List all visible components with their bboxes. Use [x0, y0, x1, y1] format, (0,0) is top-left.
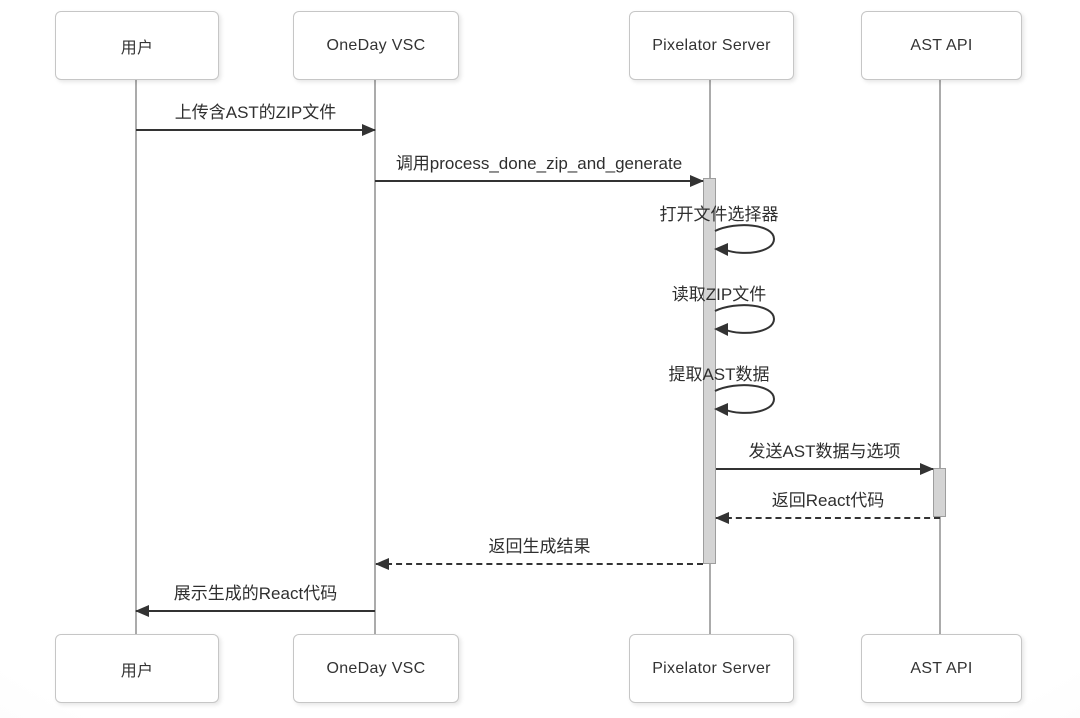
participant-label: AST API: [910, 659, 973, 677]
participant-ast-api-bottom: AST API: [861, 634, 1022, 703]
arrowhead-right-icon: [690, 175, 704, 187]
self-message-extract-ast: 提取AST数据: [668, 365, 770, 384]
message-call-process-done-zip: 调用process_done_zip_and_generate: [375, 150, 704, 187]
lifeline-ast-api: [939, 79, 941, 635]
participant-oneday-vsc-bottom: OneDay VSC: [293, 634, 459, 703]
participant-label: 用户: [120, 39, 154, 57]
activation-bar-pixelator-server: [703, 178, 716, 564]
participant-label: AST API: [910, 36, 973, 54]
message-line: [136, 610, 375, 612]
message-label: 返回React代码: [771, 491, 885, 510]
participant-label: 用户: [120, 662, 154, 680]
message-return-result: 返回生成结果: [375, 533, 703, 570]
message-show-react-code: 展示生成的React代码: [135, 580, 375, 617]
message-label: 返回生成结果: [488, 537, 591, 556]
message-line: [376, 563, 703, 565]
self-loop-arrow-icon: [714, 304, 776, 336]
participant-ast-api-top: AST API: [861, 11, 1022, 80]
message-line: [716, 468, 933, 470]
arrowhead-left-icon: [715, 512, 729, 524]
arrowhead-left-icon: [135, 605, 149, 617]
self-loop-arrow-icon: [714, 224, 776, 256]
participant-user-top: 用户: [55, 11, 219, 80]
message-line: [375, 180, 703, 182]
message-line: [136, 129, 375, 131]
participant-user-bottom: 用户: [55, 634, 219, 703]
participant-pixelator-server-top: Pixelator Server: [629, 11, 794, 80]
message-label: 上传含AST的ZIP文件: [174, 103, 337, 122]
message-return-react-code: 返回React代码: [715, 487, 940, 524]
lifeline-oneday-vsc: [374, 79, 376, 635]
message-label: 展示生成的React代码: [173, 584, 338, 603]
arrowhead-right-icon: [920, 463, 934, 475]
participant-oneday-vsc-top: OneDay VSC: [293, 11, 459, 80]
participant-label: OneDay VSC: [326, 659, 426, 677]
lifeline-user: [135, 79, 137, 635]
participant-pixelator-server-bottom: Pixelator Server: [629, 634, 794, 703]
message-send-ast-data: 发送AST数据与选项: [716, 438, 934, 475]
message-label: 发送AST数据与选项: [748, 442, 901, 461]
arrowhead-right-icon: [362, 124, 376, 136]
participant-label: OneDay VSC: [326, 36, 426, 54]
participant-label: Pixelator Server: [652, 659, 771, 677]
activation-bar-ast-api: [933, 468, 946, 517]
self-message-open-file-picker: 打开文件选择器: [659, 205, 779, 224]
self-loop-arrow-icon: [714, 384, 776, 416]
message-line: [716, 517, 940, 519]
self-message-read-zip: 读取ZIP文件: [671, 285, 767, 304]
arrowhead-left-icon: [375, 558, 389, 570]
participant-label: Pixelator Server: [652, 36, 771, 54]
message-label: 调用process_done_zip_and_generate: [395, 154, 683, 173]
message-upload-zip: 上传含AST的ZIP文件: [136, 99, 376, 136]
